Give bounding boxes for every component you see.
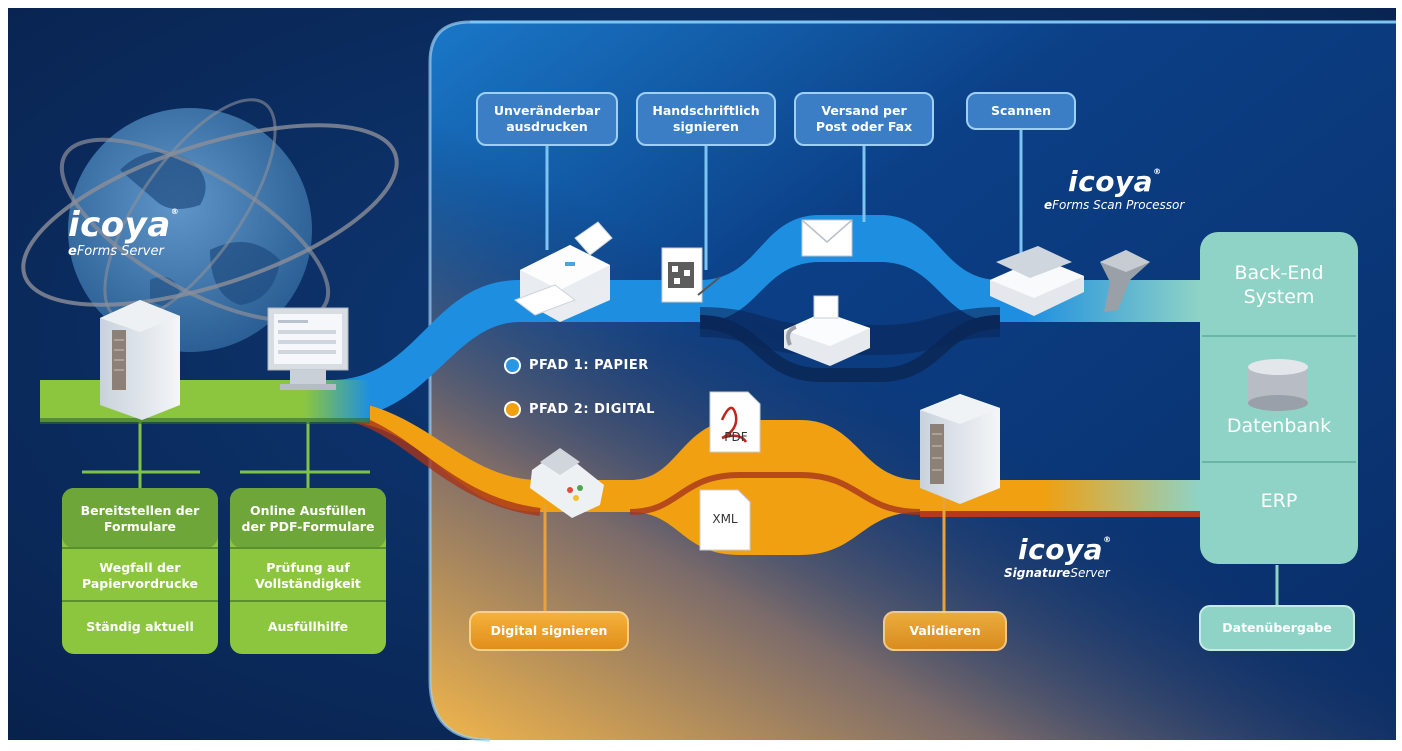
- xml-document-icon: [699, 489, 751, 551]
- server-feature-1: Bereitstellen der Formulare: [80, 503, 200, 534]
- signature-server-brand: icoya® SignatureServer: [1004, 533, 1112, 581]
- callout-print: Unveränderbar ausdrucken: [476, 92, 618, 146]
- icoya-logo: icoya®: [1068, 165, 1162, 198]
- digital-path-dot: [504, 401, 521, 418]
- signature-server-icon: [920, 394, 1000, 504]
- server-feature-3: Ständig aktuell: [86, 619, 194, 635]
- card-terminal-icon: [530, 448, 604, 518]
- icoya-logo: icoya®: [68, 205, 180, 245]
- signed-document-icon: [661, 247, 721, 303]
- callout-sign-by-hand: Handschriftlich signieren: [636, 92, 776, 146]
- client-feature-2: Prüfung auf Vollständigkeit: [255, 559, 361, 591]
- callout-send: Versand per Post oder Fax: [794, 92, 934, 146]
- callout-digital-sign: Digital signieren: [490, 623, 608, 639]
- paper-path-text: PFAD 1: PAPIER: [529, 358, 649, 373]
- envelope-icon: [801, 219, 853, 257]
- digital-path-text: PFAD 2: DIGITAL: [529, 402, 655, 417]
- globe-icon: [21, 98, 399, 352]
- scanner-icon: [990, 246, 1084, 316]
- handover-box: [1199, 605, 1355, 651]
- backend-system-label: Back-End System: [1234, 262, 1324, 308]
- pdf-document-icon: [709, 391, 761, 453]
- client-feature-1: Online Ausfüllen der PDF-Formulare: [241, 503, 375, 534]
- scan-processor-brand: icoya® eForms Scan Processor: [1044, 165, 1185, 213]
- product-name: eForms Server: [68, 244, 164, 259]
- callout-validate: Validieren: [909, 623, 981, 639]
- server-icon: [100, 300, 180, 420]
- computer-monitor-icon: [267, 307, 349, 390]
- barcode-scanner-icon: [1100, 250, 1150, 312]
- product-name: SignatureServer: [1004, 566, 1110, 580]
- server-feature-2: Wegfall der Papiervordrucke: [82, 559, 198, 591]
- client-feature-3: Ausfüllhilfe: [267, 619, 349, 635]
- fax-icon: [784, 295, 870, 366]
- paper-path-dot: [504, 357, 521, 374]
- xml-label: XML: [712, 512, 738, 526]
- database-icon: [1248, 359, 1308, 411]
- digital-path-label: PFAD 2: DIGITAL: [504, 401, 655, 418]
- paper-path-label: PFAD 1: PAPIER: [504, 357, 649, 374]
- printer-icon: [513, 221, 613, 322]
- server-brand: icoya® eForms Server: [68, 205, 180, 260]
- database-label: Datenbank: [1226, 415, 1332, 438]
- icoya-logo: icoya®: [1018, 533, 1112, 566]
- handover-label: Datenübergabe: [1222, 620, 1332, 636]
- pdf-label: PDF: [724, 430, 748, 444]
- callout-scan: Scannen: [966, 92, 1076, 130]
- erp-label: ERP: [1260, 490, 1298, 513]
- product-name: eForms Scan Processor: [1044, 198, 1185, 212]
